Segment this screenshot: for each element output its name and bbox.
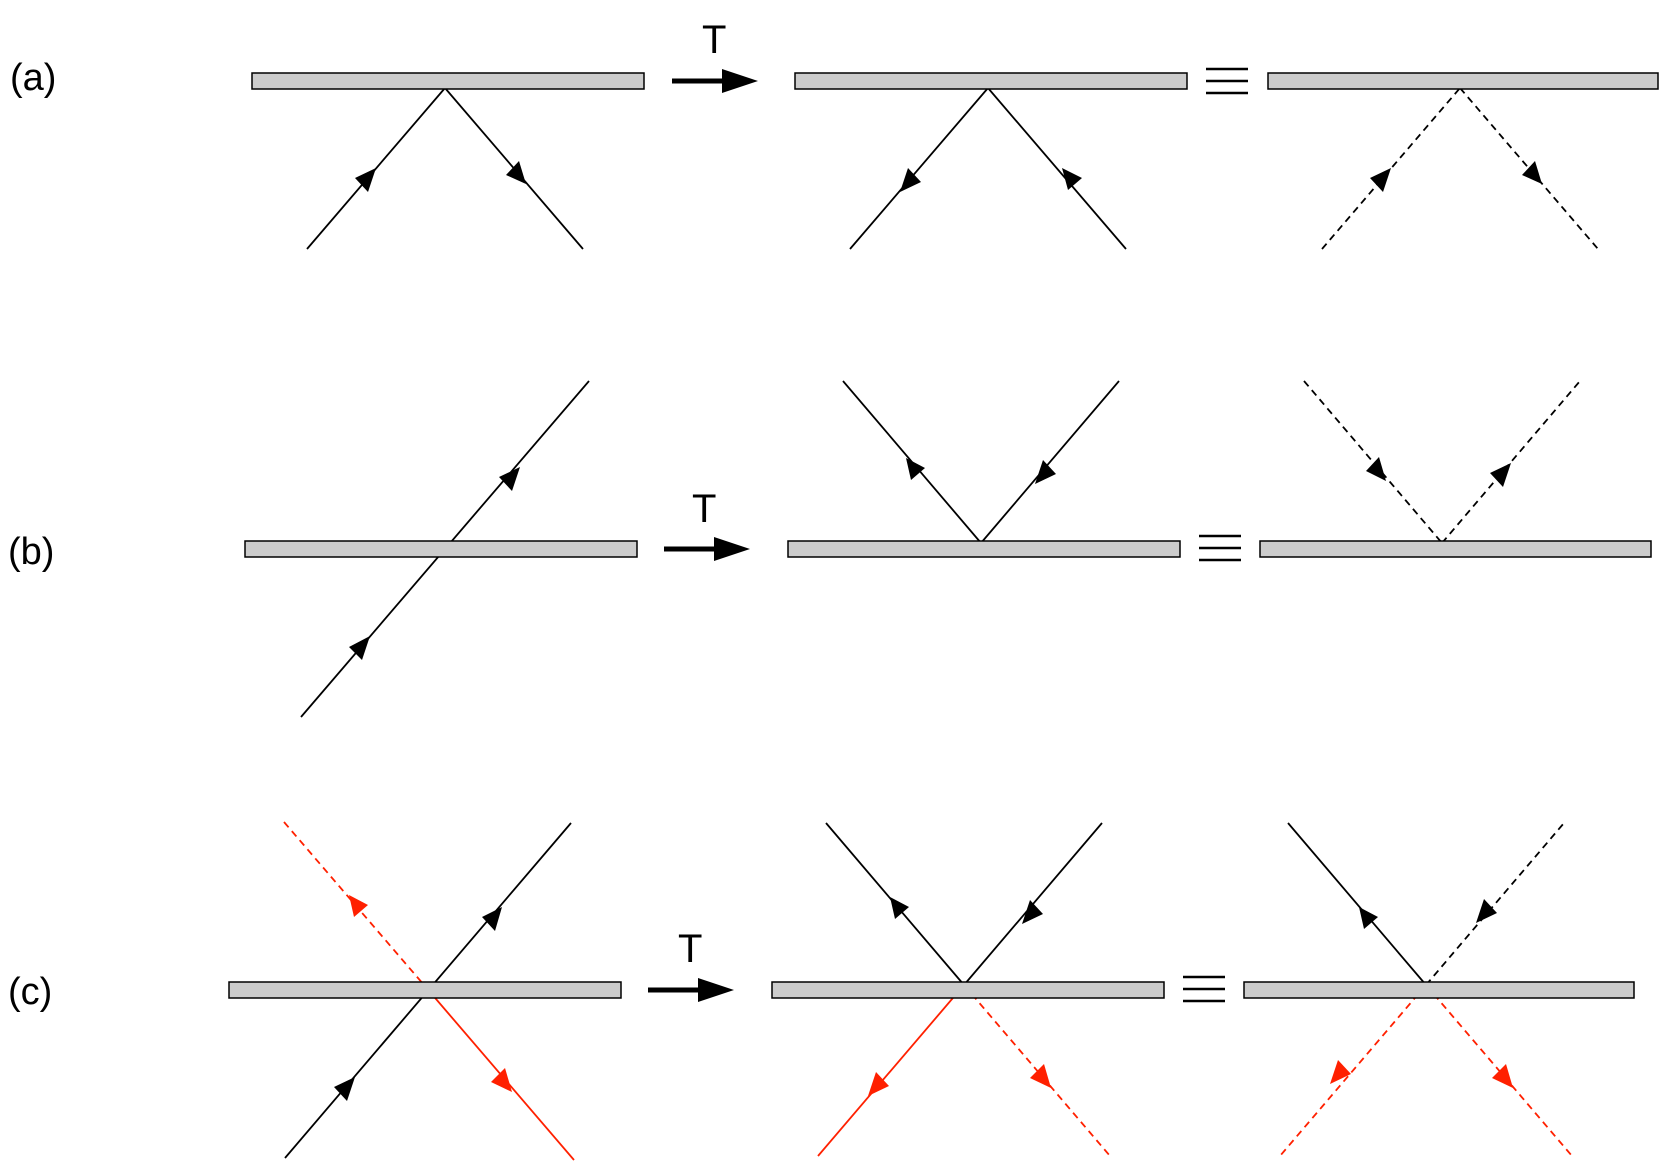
particle-line-solid — [849, 87, 989, 250]
triple-bar-icon — [1199, 534, 1241, 562]
triangle-arrowhead-icon — [1370, 168, 1391, 192]
particle-line-dashed-red — [1279, 984, 1427, 1157]
particle-line-solid — [987, 87, 1127, 250]
particle-line-solid — [306, 87, 446, 250]
particle-line-solid-red — [817, 984, 965, 1157]
bar — [251, 72, 645, 90]
triangle-arrowhead-icon — [349, 636, 370, 660]
operator-label-c: T — [678, 927, 702, 971]
particle-line-solid — [1287, 822, 1427, 986]
triangle-arrowhead-icon — [1490, 463, 1511, 487]
operator-label-a: T — [702, 18, 726, 62]
row-label-b: (b) — [8, 531, 54, 573]
triangle-arrowhead-icon — [900, 168, 921, 192]
triangle-arrowhead-icon — [334, 1077, 355, 1101]
triangle-arrowhead-icon — [482, 907, 502, 931]
bar — [244, 540, 638, 558]
triangle-arrowhead-icon — [1522, 161, 1542, 184]
bar — [787, 540, 1181, 558]
triangle-arrowhead-icon — [868, 1072, 889, 1096]
particle-line-dashed — [1303, 380, 1443, 544]
triangle-arrowhead-icon — [1022, 900, 1043, 924]
operator-label-b: T — [692, 487, 716, 531]
triangle-arrowhead-icon — [906, 458, 925, 480]
bar — [1243, 981, 1635, 999]
triangle-arrowhead-icon — [1492, 1064, 1513, 1088]
triangle-arrowhead-icon — [499, 467, 520, 491]
triangle-arrowhead-icon — [506, 161, 526, 184]
triple-bar-icon — [1206, 67, 1248, 95]
row-a — [251, 72, 1659, 250]
particle-line-dashed — [1425, 822, 1565, 986]
triangle-arrowhead-icon — [1030, 1064, 1051, 1088]
right-arrow-icon — [664, 537, 750, 561]
triangle-arrowhead-icon — [1035, 460, 1056, 484]
triangle-arrowhead-icon — [491, 1068, 512, 1092]
right-arrow-icon — [648, 978, 734, 1002]
particle-line-solid — [980, 380, 1120, 544]
triangle-arrowhead-icon — [349, 895, 368, 917]
triangle-arrowhead-icon — [1062, 168, 1082, 190]
triangle-arrowhead-icon — [1366, 457, 1386, 481]
bar — [771, 981, 1165, 999]
particle-line-dashed — [1441, 380, 1581, 544]
particle-line-dashed — [1321, 87, 1461, 250]
triangle-arrowhead-icon — [1330, 1060, 1351, 1084]
triangle-arrowhead-icon — [355, 168, 376, 192]
triangle-arrowhead-icon — [1476, 899, 1497, 923]
row-label-c: (c) — [8, 971, 52, 1013]
bar — [1267, 72, 1659, 90]
row-label-a: (a) — [10, 57, 56, 99]
particle-line-solid-red — [423, 984, 575, 1161]
triangle-arrowhead-icon — [1359, 907, 1378, 929]
row-b — [244, 380, 1652, 718]
particle-line-dashed-red — [1425, 984, 1573, 1157]
triangle-arrowhead-icon — [890, 897, 909, 919]
bar — [1259, 540, 1652, 558]
triple-bar-icon — [1183, 975, 1225, 1003]
row-c — [228, 821, 1635, 1161]
particle-line-dashed-red — [963, 984, 1111, 1157]
right-arrow-icon — [672, 69, 758, 93]
bar — [794, 72, 1188, 90]
bar — [228, 981, 622, 999]
